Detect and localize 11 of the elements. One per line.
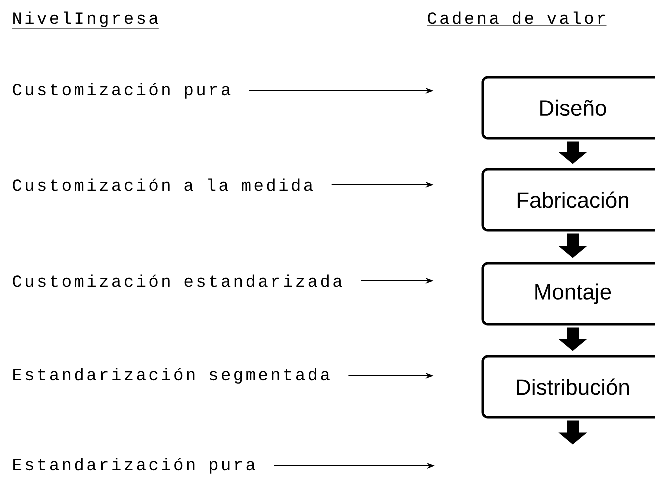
level-text: Estandarización segmentada xyxy=(14,368,330,384)
column-heading: NivelIngresa xyxy=(12,12,160,30)
process-box: Distribución xyxy=(482,355,655,419)
level-text: Customización a la medida xyxy=(13,178,314,192)
column-heading: Cadena de valor xyxy=(427,12,607,26)
process-box: Diseño xyxy=(482,76,655,140)
level-text: Customización estandarizada xyxy=(13,274,342,288)
level-text: Estandarización pura xyxy=(14,458,256,474)
process-box: Montaje xyxy=(482,262,655,326)
level-text: Customización pura xyxy=(13,83,231,99)
process-box: Fabricación xyxy=(482,168,655,232)
